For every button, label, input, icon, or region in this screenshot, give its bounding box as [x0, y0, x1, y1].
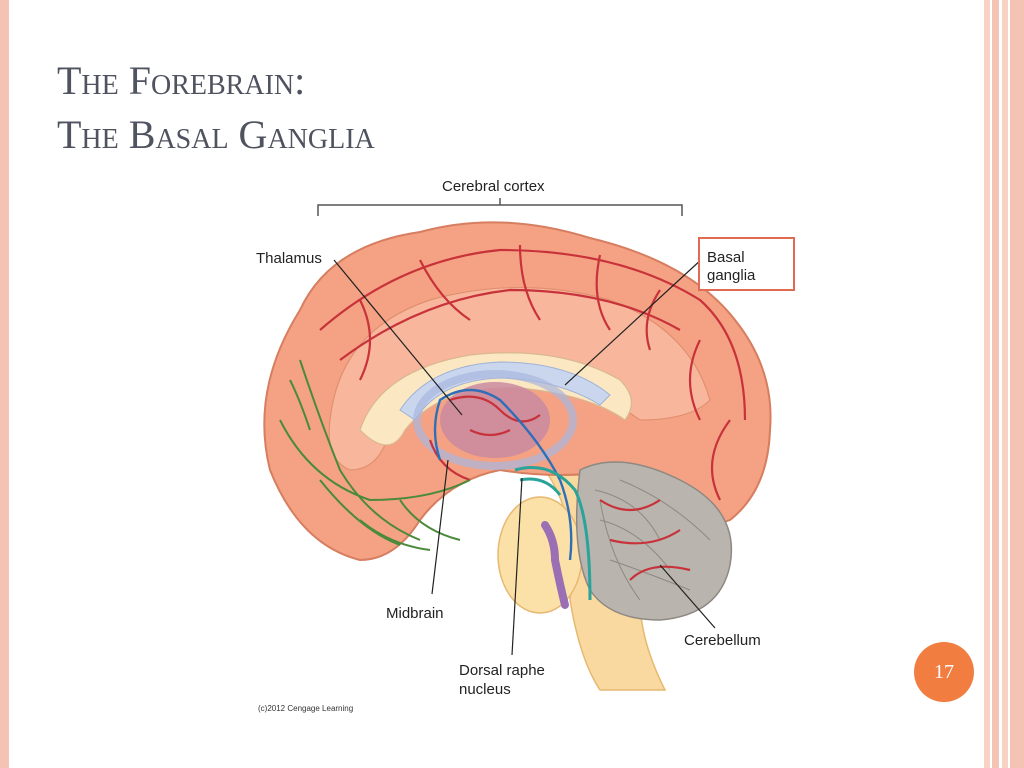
teal-pathway — [514, 466, 592, 601]
label-dorsal-raphe-line2: nucleus — [459, 681, 511, 698]
ventricle — [399, 361, 611, 421]
label-cerebellum: Cerebellum — [684, 632, 761, 649]
thalamus-leader — [333, 259, 463, 416]
label-basal-line1: Basal — [707, 249, 745, 266]
blue-pathway — [433, 388, 573, 561]
basal-ganglia-highlight-box — [698, 237, 795, 291]
dorsal-raphe-nucleus — [541, 521, 569, 609]
brain-diagram: Cerebral cortex Thalamus Basal ganglia M… — [256, 178, 795, 698]
basal-ganglia-leader — [564, 257, 704, 386]
thalamus-region — [413, 370, 577, 470]
green-pathway — [279, 359, 471, 551]
slide-border-left — [0, 0, 9, 768]
label-dorsal-raphe-line1: Dorsal raphe — [459, 662, 545, 679]
page-number: 17 — [934, 660, 954, 683]
figure-credit: (c)2012 Cengage Learning — [258, 704, 354, 713]
slide-title: The Forebrain: The Basal Ganglia — [57, 54, 375, 162]
cerebellum-leader — [659, 564, 716, 629]
slide-border-right — [984, 0, 1024, 768]
cortex-bracket — [317, 204, 683, 216]
cerebellum-folds — [594, 479, 711, 601]
basal-ganglia-region — [440, 382, 550, 458]
title-line-1: The Forebrain: — [57, 58, 306, 103]
label-cerebral-cortex: Cerebral cortex — [442, 178, 545, 195]
leader-lines — [333, 257, 716, 656]
midbrain-leader — [431, 459, 449, 595]
dorsal-raphe-leader — [511, 477, 523, 656]
page-number-badge: 17 — [914, 642, 974, 702]
label-thalamus: Thalamus — [256, 250, 322, 267]
label-basal-line2: ganglia — [707, 267, 756, 284]
title-line-2: The Basal Ganglia — [57, 112, 375, 157]
label-midbrain: Midbrain — [386, 605, 444, 622]
